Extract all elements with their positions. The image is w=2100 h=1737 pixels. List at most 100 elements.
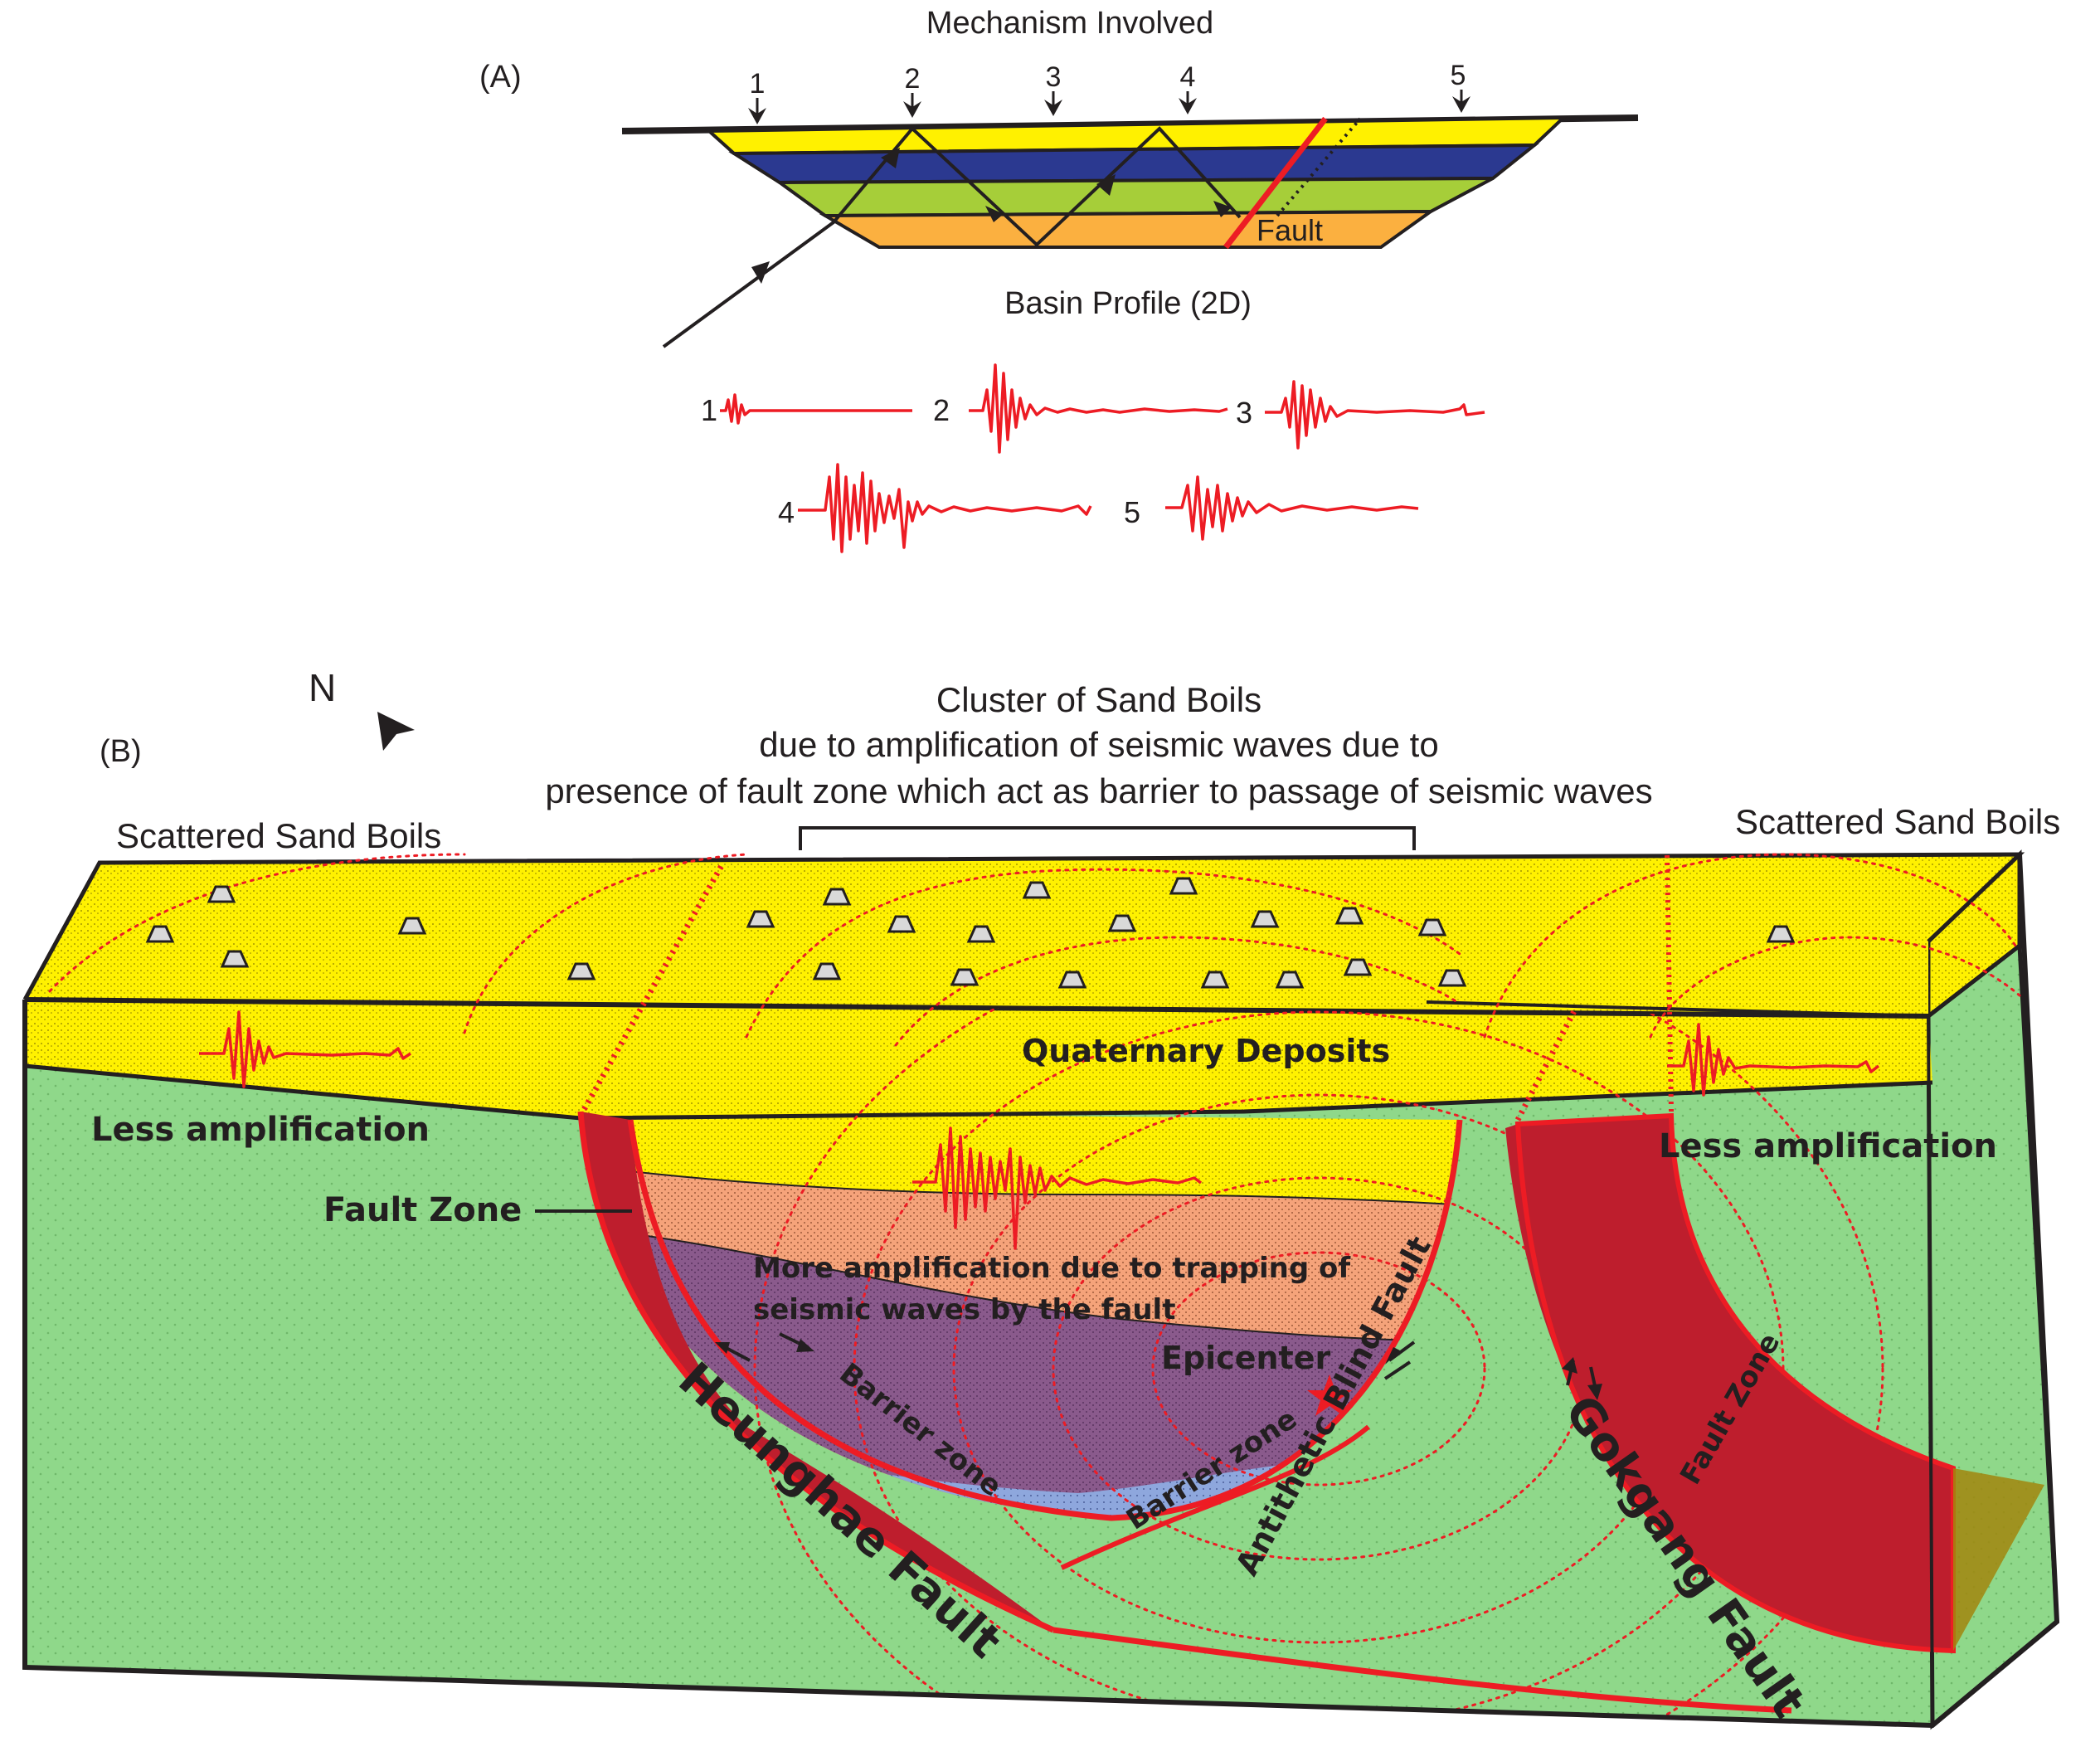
sand-boil-icon [397, 917, 427, 935]
sand-boil-icon [1343, 958, 1373, 976]
basin-outline-fault [627, 1119, 1463, 1521]
scattered-sand-boils-left: Scattered Sand Boils [116, 816, 441, 855]
seismogram-trace-5 [1165, 475, 1419, 541]
scattered-sand-boils-right: Scattered Sand Boils [1735, 802, 2060, 841]
station-label-1: 1 [750, 68, 766, 100]
seismogram-right [1667, 1023, 1880, 1097]
basin-profile-caption: Basin Profile (2D) [1004, 286, 1252, 321]
seismogram-left [199, 1010, 411, 1088]
panel-b-label: (B) [100, 734, 142, 769]
seismic-ray-path [662, 126, 1242, 348]
layer-green [774, 177, 1494, 218]
heunghae-fault-deep-line [1052, 1627, 1792, 1714]
seismogram-trace-1 [720, 393, 912, 425]
heunghae-fault-zone [581, 1112, 1053, 1630]
ray-arrow-icon [751, 261, 770, 284]
sand-boil-icon [1057, 971, 1087, 989]
sand-boil-icon [207, 885, 236, 903]
station-arrow-icon [1452, 96, 1470, 113]
cluster-bracket [799, 826, 1416, 850]
heunghae-fault-line [577, 1111, 1055, 1633]
north-arrow-icon [377, 712, 415, 751]
gokgang-fault-zone-side [1953, 1468, 2044, 1651]
antithetic-fault-lower-line [1060, 1424, 1370, 1570]
slip-arrow-icon [1385, 1347, 1400, 1365]
panel-a: Mechanism Involved (A) Fault 1 2 3 [479, 6, 1639, 553]
sand-boil-icon [1417, 918, 1447, 937]
gokgang-fault-surface-trace [1665, 854, 1674, 1112]
station-label-2: 2 [905, 63, 921, 95]
sand-boil-icon [1437, 969, 1467, 987]
panel-b: (B) N Cluster of Sand Boils due to ampli… [22, 666, 2060, 1730]
slip-arrow-icon [796, 1339, 814, 1352]
station-label-4: 4 [1180, 61, 1196, 93]
sand-boil-icon [1169, 877, 1198, 895]
station-markers: 1 2 3 4 5 [748, 60, 1470, 124]
trace-label-5: 5 [1124, 495, 1140, 529]
fault-zone-left-label: Fault Zone [323, 1191, 522, 1229]
panel-a-label: (A) [479, 60, 522, 95]
trace-label-3: 3 [1236, 396, 1252, 430]
panel-a-title: Mechanism Involved [926, 6, 1213, 41]
layer-orange [819, 209, 1436, 249]
sand-boil-icon [812, 962, 842, 980]
cluster-line-1: due to amplification of seismic waves du… [759, 725, 1438, 764]
sand-boil-icon [1250, 910, 1280, 928]
station-arrow-icon [1179, 98, 1197, 114]
ray-arrow-icon [1096, 174, 1116, 196]
ray-arrow-icon [881, 148, 900, 168]
sand-boil-icon [950, 968, 980, 986]
sediment-base-line [24, 1063, 1933, 1121]
cluster-title: Cluster of Sand Boils [936, 680, 1261, 719]
quaternary-deposits-label: Quaternary Deposits [1022, 1033, 1390, 1069]
sand-boil-icon [220, 950, 250, 968]
more-amplification-line-2: seismic waves by the fault [753, 1293, 1175, 1326]
epicenter-star-icon [1307, 1375, 1352, 1416]
less-amplification-left: Less amplification [91, 1111, 430, 1149]
sand-boil-icon [566, 962, 596, 980]
sand-boil-icon [145, 925, 175, 943]
sand-boil-icon [1022, 881, 1052, 899]
more-amplification-line-1: More amplification due to trapping of [753, 1252, 1351, 1285]
quaternary-front-face [25, 1000, 1932, 1118]
seismogram-basin [912, 1126, 1203, 1250]
sand-boil-icon [1334, 907, 1364, 925]
ray-arrow-icon [1213, 201, 1232, 217]
epicenter-label: Epicenter [1161, 1340, 1330, 1376]
cluster-line-2: presence of fault zone which act as barr… [545, 771, 1652, 810]
wavefronts-top [48, 853, 2021, 1047]
fault-extension-dotted [1276, 117, 1362, 217]
sand-boil-icon [966, 925, 996, 943]
seismogram-trace-3 [1265, 380, 1485, 450]
sand-boil-icon [746, 910, 775, 928]
ray-arrow-icon [985, 206, 1004, 222]
station-arrow-icon [903, 101, 921, 118]
sand-boil-icon [887, 915, 916, 933]
sand-boil-icon [1107, 914, 1137, 932]
fault-label: Fault [1257, 213, 1323, 247]
trace-label-2: 2 [933, 393, 950, 427]
sand-boil-icon [1275, 971, 1305, 989]
seismogram-trace-2 [969, 363, 1228, 454]
top-face-outline [22, 852, 2025, 1001]
block-corner-edge [1927, 1015, 1934, 1726]
slip-arrow-icon [715, 1342, 730, 1354]
station-label-5: 5 [1451, 60, 1466, 91]
station-arrow-icon [1044, 100, 1062, 116]
station-label-3: 3 [1046, 61, 1062, 93]
slip-arrows [715, 1332, 1602, 1400]
slip-arrow-icon [1562, 1357, 1577, 1374]
fault-line [1223, 116, 1328, 250]
gokgang-fault-surface-trace-lower [1514, 1006, 1579, 1122]
quaternary-top-face [25, 854, 2020, 1016]
trace-label-1: 1 [701, 393, 717, 427]
sand-boil-icon [1766, 925, 1796, 943]
fault-step-line [1426, 1000, 1929, 1018]
seismogram-trace-4 [798, 463, 1092, 553]
trace-label-4: 4 [778, 495, 795, 529]
seismograms: 1 2 3 4 5 [701, 363, 1485, 553]
sand-boil-icon [822, 888, 852, 906]
north-label: N [309, 666, 336, 709]
less-amplification-right: Less amplification [1659, 1127, 1997, 1165]
